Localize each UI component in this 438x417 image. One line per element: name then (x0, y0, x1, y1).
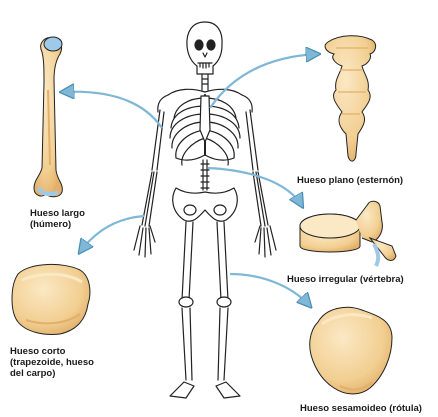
humerus-bone (34, 37, 62, 197)
label-long-bone: Hueso largo (húmero) (30, 208, 85, 230)
vertebra-bone (300, 201, 396, 266)
label-short-bone: Hueso corto (trapezoide, hueso del carpo… (10, 346, 94, 379)
carpal-bone (12, 264, 90, 334)
sternum-bone (325, 36, 376, 161)
arrow-to-humerus (62, 92, 162, 128)
label-sesamoid-bone: Hueso sesamoideo (rótula) (300, 403, 422, 414)
patella-bone (310, 307, 392, 394)
arrow-to-sternum (210, 54, 318, 108)
human-skeleton (134, 22, 276, 398)
label-irregular-bone: Hueso irregular (vértebra) (287, 274, 404, 285)
pointer-arrows (62, 54, 318, 306)
label-flat-bone: Hueso plano (esternón) (297, 175, 403, 186)
